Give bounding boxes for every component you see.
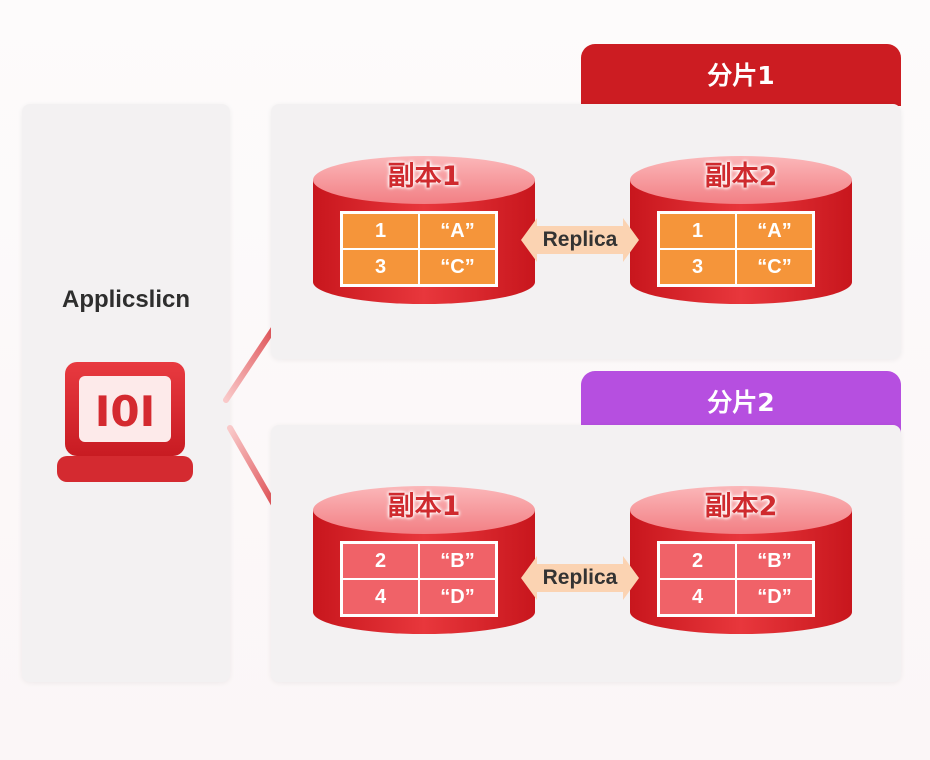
key-cell: 3 (657, 248, 737, 287)
key-cell: 4 (340, 578, 420, 617)
shard2-replica2-cylinder: 副本2 2“B”4“D” (628, 480, 854, 640)
value-cell: “B” (735, 541, 815, 580)
application-title: Applicslicn (61, 286, 191, 313)
value-cell: “D” (418, 578, 498, 617)
replica-label: 副本2 (704, 491, 778, 522)
replica-data-table: 2“B”4“D” (340, 541, 498, 617)
replica-label: 副本2 (704, 161, 778, 192)
replica-label: 副本1 (387, 491, 461, 522)
key-cell: 4 (657, 578, 737, 617)
replica-data-table: 2“B”4“D” (657, 541, 815, 617)
table-row: 2“B” (340, 541, 498, 580)
table-row: 4“D” (657, 578, 815, 617)
shard1-tab: 分片1 (581, 44, 901, 106)
table-row: 3“C” (340, 248, 498, 287)
key-cell: 3 (340, 248, 420, 287)
key-cell: 2 (657, 541, 737, 580)
value-cell: “D” (735, 578, 815, 617)
double-arrow-icon (521, 218, 639, 262)
shard2-replica-link: Replica (521, 552, 639, 604)
value-cell: “B” (418, 541, 498, 580)
icon-text: I0I (95, 387, 155, 436)
table-row: 1“A” (657, 211, 815, 250)
shard1-replica1-cylinder: 副本1 1“A”3“C” (311, 150, 537, 310)
value-cell: “A” (418, 211, 498, 250)
replica-data-table: 1“A”3“C” (340, 211, 498, 287)
replica-link-label: Replica (542, 566, 618, 589)
shard1-replica-link: Replica (521, 214, 639, 266)
replica-label: 副本1 (387, 161, 461, 192)
table-row: 2“B” (657, 541, 815, 580)
value-cell: “C” (735, 248, 815, 287)
table-row: 4“D” (340, 578, 498, 617)
key-cell: 1 (657, 211, 737, 250)
shard2-tab: 分片2 (581, 371, 901, 433)
shard1-replica2-cylinder: 副本2 1“A”3“C” (628, 150, 854, 310)
replica-link-label: Replica (542, 228, 618, 251)
replica-data-table: 1“A”3“C” (657, 211, 815, 287)
key-cell: 2 (340, 541, 420, 580)
value-cell: “C” (418, 248, 498, 287)
table-row: 1“A” (340, 211, 498, 250)
shard2-replica1-cylinder: 副本1 2“B”4“D” (311, 480, 537, 640)
key-cell: 1 (340, 211, 420, 250)
table-row: 3“C” (657, 248, 815, 287)
double-arrow-icon (521, 556, 639, 600)
binary-101-laptop-icon: I0I (57, 362, 193, 482)
value-cell: “A” (735, 211, 815, 250)
